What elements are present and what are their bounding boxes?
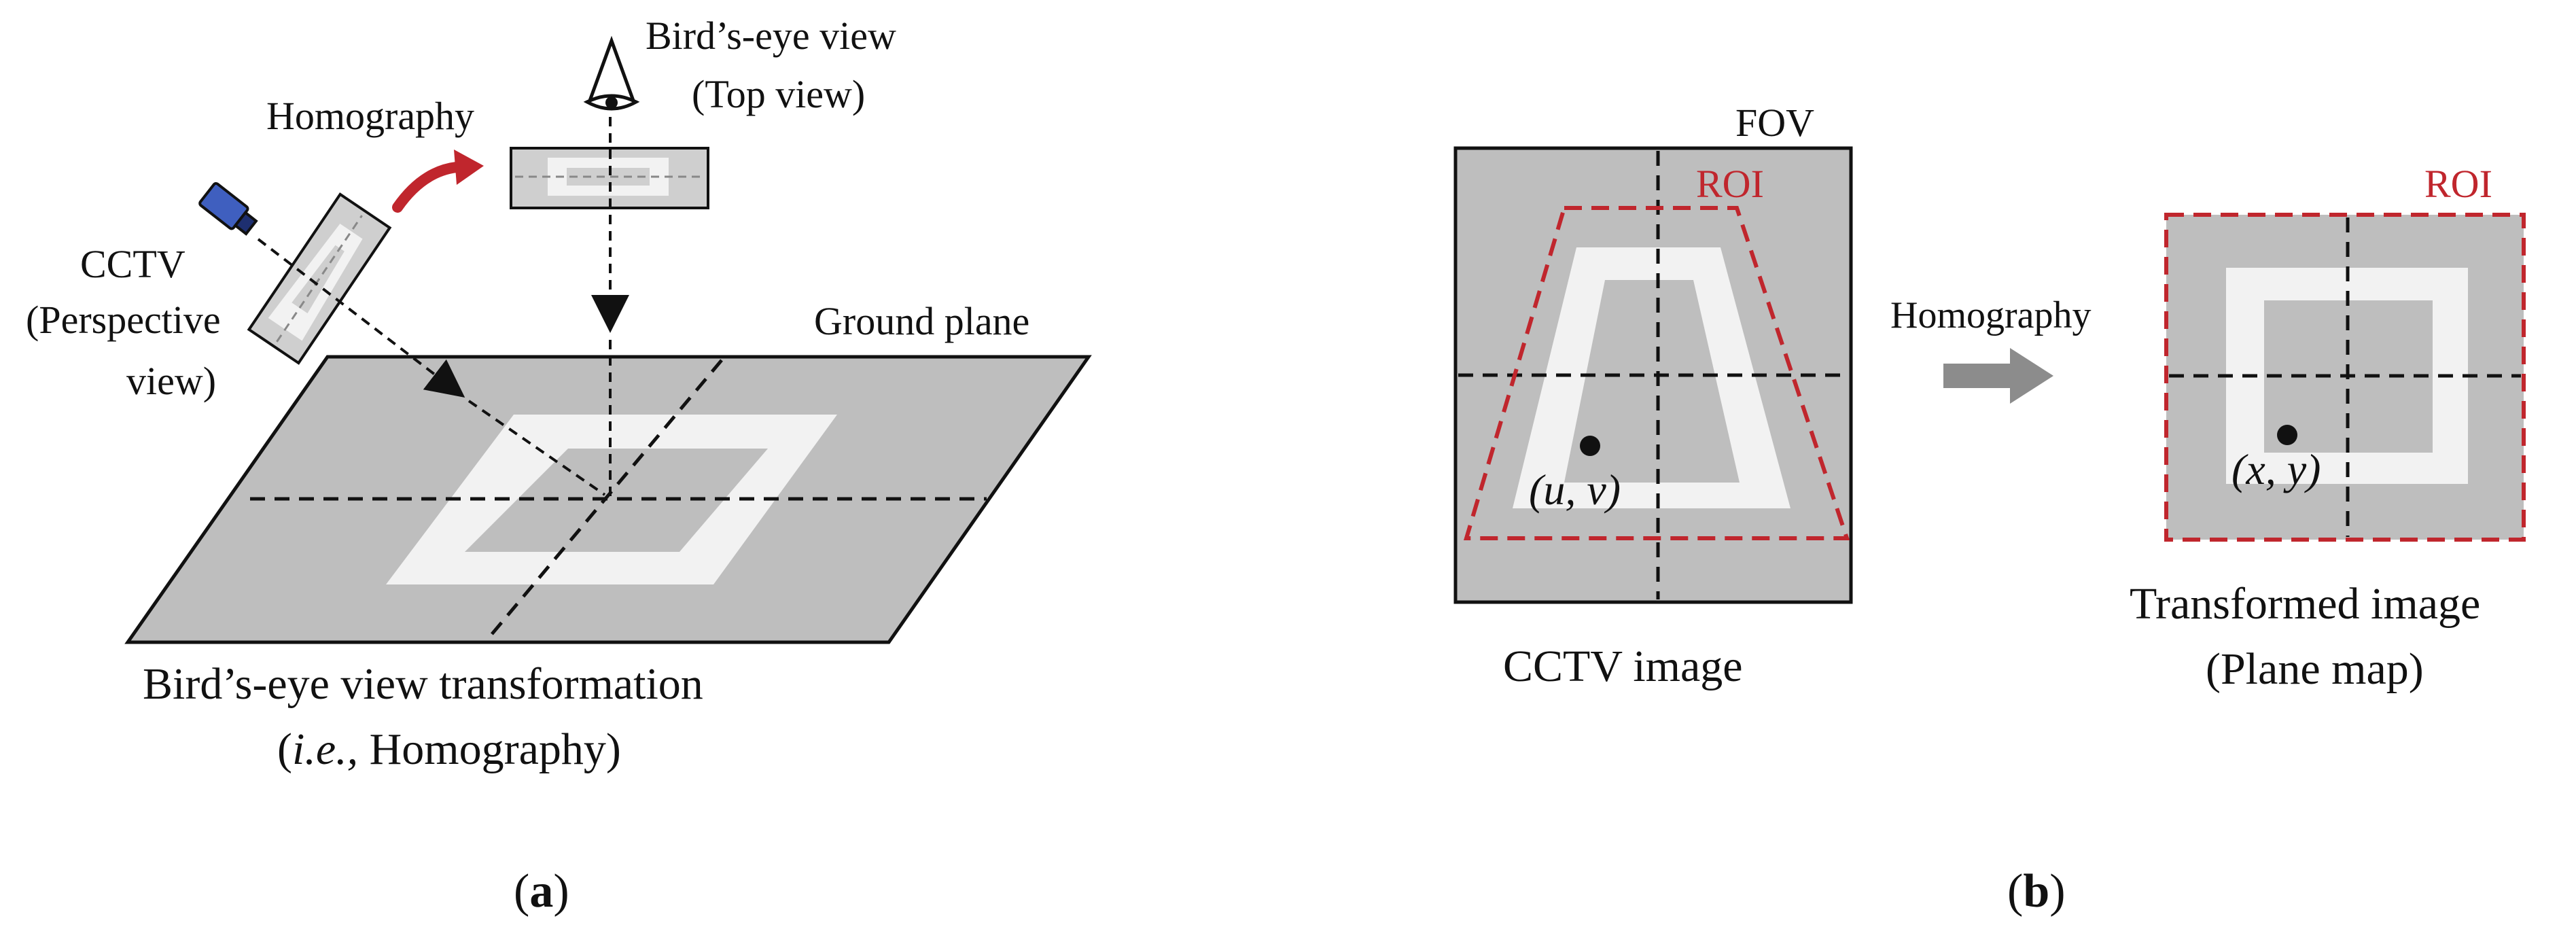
roi-label-right: ROI: [2424, 162, 2492, 206]
eye-icon: [583, 35, 640, 111]
top-view-label-2: (Top view): [692, 72, 865, 116]
cctv-trapezoid-ring: [1513, 247, 1790, 508]
caption-a-line-2: (i.e., Homography): [277, 724, 621, 774]
homography-label-a: Homography: [266, 94, 474, 138]
camera-ray-arrow: [257, 238, 465, 398]
roi-label-left: ROI: [1696, 162, 1764, 206]
transformed-caption-2: (Plane map): [2206, 644, 2424, 694]
point-xy-label: (x, y): [2231, 445, 2321, 493]
ground-plane-label: Ground plane: [814, 299, 1029, 343]
homography-label-b: Homography: [1890, 294, 2092, 336]
cctv-label-2: (Perspective: [26, 298, 221, 342]
ground-plane: [124, 355, 1092, 644]
homography-arrow-icon: [1943, 348, 2053, 404]
cctv-label-1: CCTV: [80, 242, 186, 286]
cctv-camera-icon: [198, 181, 258, 236]
roi-left: [1463, 206, 1850, 540]
caption-a-line-1: Bird’s-eye view transformation: [143, 659, 703, 709]
top-view-label-1: Bird’s-eye view: [646, 14, 896, 58]
ground-axis-vertical: [487, 359, 723, 640]
fov-label: FOV: [1735, 101, 1814, 145]
ground-marking-ring: [386, 415, 837, 584]
panel-a: Bird’s-eye view (Top view) Homography CC…: [26, 14, 1092, 917]
point-uv-label: (u, v): [1529, 466, 1621, 514]
point-uv-marker: [1580, 436, 1600, 456]
cctv-image-caption: CCTV image: [1503, 642, 1743, 691]
panel-letter-a: (a): [514, 865, 569, 917]
cctv-label-3: view): [126, 359, 216, 403]
panel-letter-b: (b): [2007, 865, 2066, 917]
homography-curved-arrow: [392, 150, 484, 213]
transformed-caption-1: Transformed image: [2130, 579, 2480, 629]
plane-map-ring: [2226, 268, 2468, 484]
point-xy-marker: [2277, 425, 2297, 445]
perspective-view-image: [247, 192, 392, 365]
panel-b: (u, v) FOV ROI CCTV image Homography (x,…: [1453, 101, 2526, 917]
